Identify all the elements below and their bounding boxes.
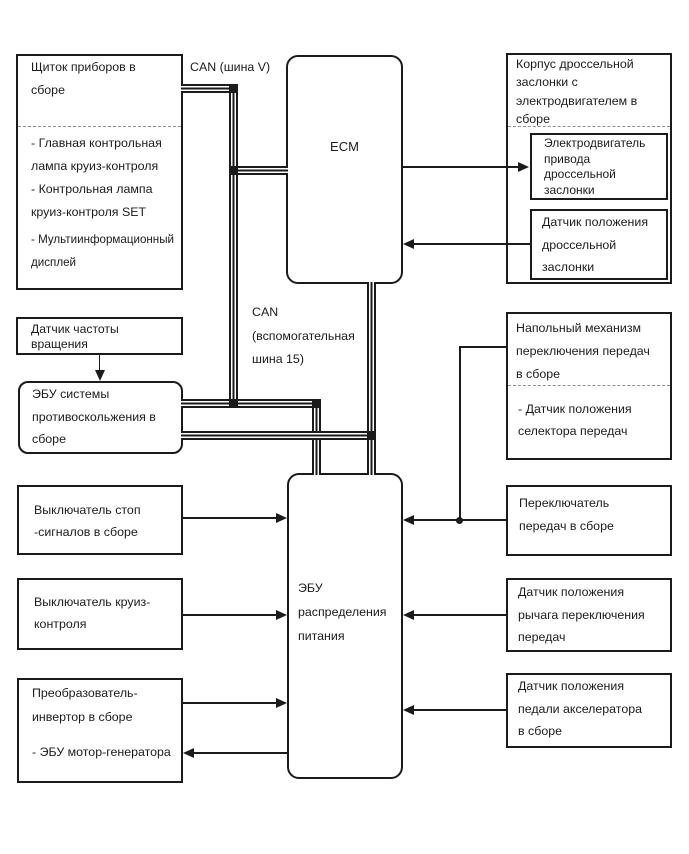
arrow-shift-switch-to-power-ecu [414,519,506,521]
inverter-title: Преобразователь- инвертор в сборе [32,686,138,724]
floor-shift-item-selector-sensor: - Датчик положения селектора передач [518,402,632,438]
box-accelerator-pedal-sensor: Датчик положения педали акселератора в с… [506,673,672,748]
instrument-panel-item-set-indicator: - Контрольная лампа круиз-контроля SET [31,182,153,219]
cruise-control-switch-label: Выключатель круиз- контроля [34,595,151,631]
arrowhead-down-icon [94,370,105,381]
arrow-ecm-to-throttle-motor [403,166,519,168]
throttle-motor-label: Электродвигатель привода дроссельной зас… [544,136,646,197]
arrow-tps-to-ecm [414,243,530,245]
arrowhead-left-icon [403,239,414,249]
bus-skid-upper-horizontal [181,398,321,408]
stop-light-switch-label: Выключатель стоп -сигналов в сборе [34,503,141,539]
box-speed-sensor: Датчик частоты вращения [16,317,183,355]
arrowhead-left-icon [403,610,414,620]
box-ecm: ECM [286,55,403,284]
connector-floor-shift-horizontal [460,346,508,348]
bus-can-v-panel-horizontal [181,83,238,93]
box-shift-lever-position-sensor: Датчик положения рычага переключения пер… [506,578,672,652]
power-distribution-ecu-label: ЭБУ распределения питания [298,581,387,643]
bus-can-v-vertical [229,83,238,408]
bus-tee-junction [229,165,238,175]
throttle-position-sensor-label: Датчик положения дроссельной заслонки [542,215,649,274]
bus-tee-junction [367,430,376,440]
floor-shift-title: Напольный механизм переключения передач … [516,321,650,381]
arrow-stop-light-switch-to-power-ecu [183,517,276,519]
shift-lever-position-sensor-label: Датчик положения рычага переключения пер… [518,585,645,644]
box-shift-switch: Переключатель передач в сборе [506,485,672,556]
box-floor-shift-assembly: Напольный механизм переключения передач … [506,312,672,460]
instrument-panel-item-multi-display: - Мультиинформационный дисплей [31,233,175,269]
box-instrument-panel: Щиток приборов в сборе - Главная контрол… [16,54,183,290]
accelerator-pedal-sensor-label: Датчик положения педали акселератора в с… [518,679,643,738]
shift-switch-label: Переключатель передач в сборе [519,496,614,533]
bus-can-aux-ecm-to-power [367,282,376,475]
arrow-shift-lever-sensor-to-power-ecu [414,614,506,616]
instrument-panel-item-main-indicator: - Главная контрольная лампа круиз-контро… [31,136,162,173]
throttle-body-title: Корпус дроссельной заслонки с электродви… [516,57,638,126]
box-cruise-control-switch: Выключатель круиз- контроля [17,578,183,650]
ecm-label: ECM [330,139,359,154]
speed-sensor-label: Датчик частоты вращения [31,322,119,351]
box-throttle-position-sensor: Датчик положения дроссельной заслонки [530,209,668,280]
bus-corner-junction [229,83,238,93]
arrow-speed-sensor-to-skid-ecu [98,355,101,371]
label-can-bus-v: CAN (шина V) [190,60,271,74]
bus-can-v-ecm-branch [229,165,288,175]
box-stop-light-switch: Выключатель стоп -сигналов в сборе [17,485,183,555]
label-can-aux-bus: CAN (вспомогательная шина 15) [252,305,355,366]
bus-tee-junction [229,398,238,408]
box-inverter-assembly: Преобразователь- инвертор в сборе - ЭБУ … [17,678,183,783]
arrowhead-left-icon [403,705,414,715]
arrow-inverter-to-power-ecu [183,702,276,704]
arrow-cruise-switch-to-power-ecu [183,614,276,616]
arrowhead-left-icon [403,515,414,525]
floor-shift-divider [508,385,670,386]
bus-skid-lower-horizontal [181,430,376,440]
connector-floor-shift-vertical [459,346,461,522]
throttle-body-divider [508,126,670,127]
box-throttle-motor: Электродвигатель привода дроссельной зас… [530,133,668,200]
arrowhead-right-icon [276,513,287,523]
instrument-panel-divider [18,126,181,127]
arrow-power-ecu-to-inverter [194,752,287,754]
arrowhead-left-icon [183,748,194,758]
arrowhead-right-icon [276,698,287,708]
bus-corner-junction [312,398,321,408]
inverter-item-mg-ecu: - ЭБУ мотор-генератора [32,745,171,759]
arrow-accel-pedal-sensor-to-power-ecu [414,709,506,711]
skid-control-ecu-label: ЭБУ системы противоскольжения в сборе [32,387,156,446]
arrowhead-right-icon [518,162,529,172]
instrument-panel-title: Щиток приборов в сборе [31,60,136,97]
box-skid-control-ecu: ЭБУ системы противоскольжения в сборе [18,381,183,454]
arrowhead-right-icon [276,610,287,620]
box-power-distribution-ecu: ЭБУ распределения питания [287,473,403,779]
